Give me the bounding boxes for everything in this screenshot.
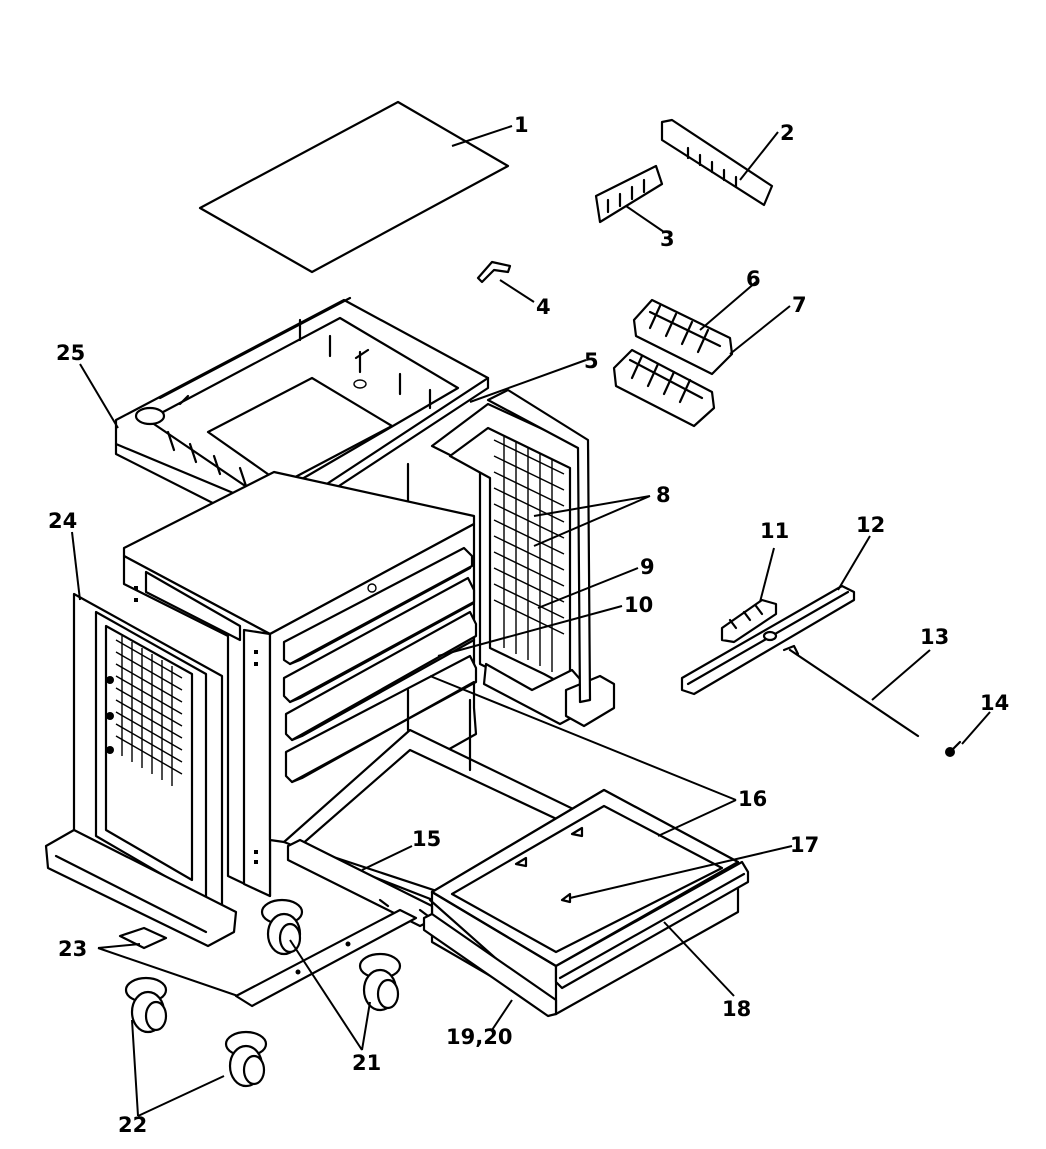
callout-9: 9	[640, 555, 655, 579]
callout-22: 22	[118, 1113, 147, 1137]
callout-10: 10	[624, 593, 653, 617]
part-13-rod	[782, 644, 920, 738]
callout-4: 4	[536, 295, 551, 319]
callout-18: 18	[722, 997, 751, 1021]
pull-out-drawer	[286, 788, 750, 1018]
callout-7: 7	[792, 293, 807, 317]
callout-6: 6	[746, 267, 761, 291]
callout-labels: 1 2 3 4 5 6 7 8 9 10 11 12 13 14 15 16 1…	[48, 113, 1009, 1137]
casters	[124, 898, 402, 1088]
callout-3: 3	[660, 227, 675, 251]
right-door-perforation	[493, 436, 565, 672]
callout-21: 21	[352, 1051, 381, 1075]
part-25-top-tray	[114, 296, 490, 534]
callout-1: 1	[514, 113, 529, 137]
callout-16: 16	[738, 787, 767, 811]
caster-22-upper	[124, 976, 168, 1034]
callout-14: 14	[980, 691, 1009, 715]
cabinet-body	[122, 470, 602, 918]
caster-21-left	[260, 898, 304, 956]
callout-13: 13	[920, 625, 949, 649]
part-4-clip	[476, 260, 512, 284]
callout-17: 17	[790, 833, 819, 857]
callout-8: 8	[656, 483, 671, 507]
caster-22-lower	[224, 1030, 268, 1088]
callout-5: 5	[584, 349, 599, 373]
left-door-perforation	[115, 636, 183, 786]
caster-21-right	[358, 952, 402, 1012]
callout-15: 15	[412, 827, 441, 851]
part-14-screw	[945, 740, 962, 757]
part-2-strip	[660, 118, 774, 207]
callout-19-20: 19,20	[446, 1025, 512, 1049]
callout-24: 24	[48, 509, 77, 533]
callout-25: 25	[56, 341, 85, 365]
part-12-slide-rail	[680, 584, 856, 696]
callout-2: 2	[780, 121, 795, 145]
callout-12: 12	[856, 513, 885, 537]
right-door-panel	[430, 388, 616, 728]
part-1-top-mat	[198, 100, 510, 274]
part-11-bracket	[720, 598, 778, 644]
leader-lines	[71, 125, 991, 1117]
part-6-7-bins	[612, 298, 734, 428]
callout-23: 23	[58, 937, 87, 961]
part-3-strip	[594, 164, 664, 224]
callout-11: 11	[760, 519, 789, 543]
part-24-left-door	[44, 592, 238, 948]
